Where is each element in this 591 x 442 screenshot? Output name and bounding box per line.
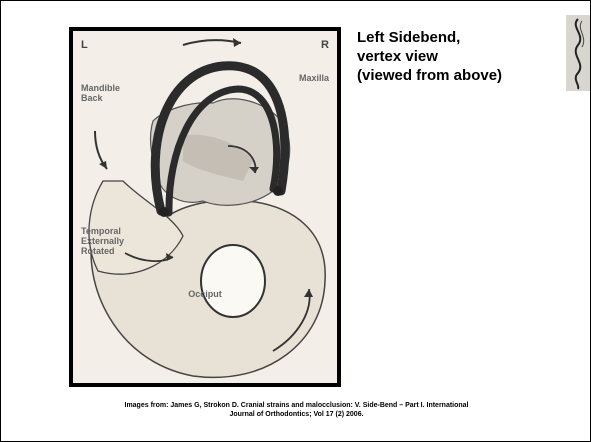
title-line-1: Left Sidebend,	[357, 28, 557, 47]
top-rotation-arrow	[183, 40, 241, 45]
caption-line-1: Images from: James G, Strokon D. Cranial…	[1, 401, 591, 410]
mandible-back-label: Mandible Back	[81, 83, 141, 103]
maxilla-label: Maxilla	[299, 73, 329, 83]
corner-left-label: L	[81, 39, 88, 51]
caption-line-2: Journal of Orthodontics; Vol 17 (2) 2006…	[1, 410, 591, 419]
title-line-3: (viewed from above)	[357, 66, 557, 85]
image-credit-caption: Images from: James G, Strokon D. Cranial…	[1, 401, 591, 419]
figure-canvas: L R Mandible Back Maxilla Temporal Exter…	[73, 31, 337, 383]
mandible-right-end	[273, 186, 283, 196]
mandible-left-end	[159, 207, 169, 217]
temporal-label: Temporal Externally Rotated	[81, 226, 151, 256]
slide-title: Left Sidebend, vertex view (viewed from …	[357, 28, 557, 85]
occiput-oval	[201, 245, 265, 317]
corner-right-label: R	[321, 39, 329, 51]
title-line-2: vertex view	[357, 47, 557, 66]
top-rotation-arrowhead	[233, 38, 241, 47]
occiput-label: Occiput	[73, 289, 337, 299]
spine-logo-svg	[566, 15, 590, 91]
spine-logo-icon	[566, 15, 590, 91]
skull-vertex-figure: L R Mandible Back Maxilla Temporal Exter…	[69, 27, 341, 387]
